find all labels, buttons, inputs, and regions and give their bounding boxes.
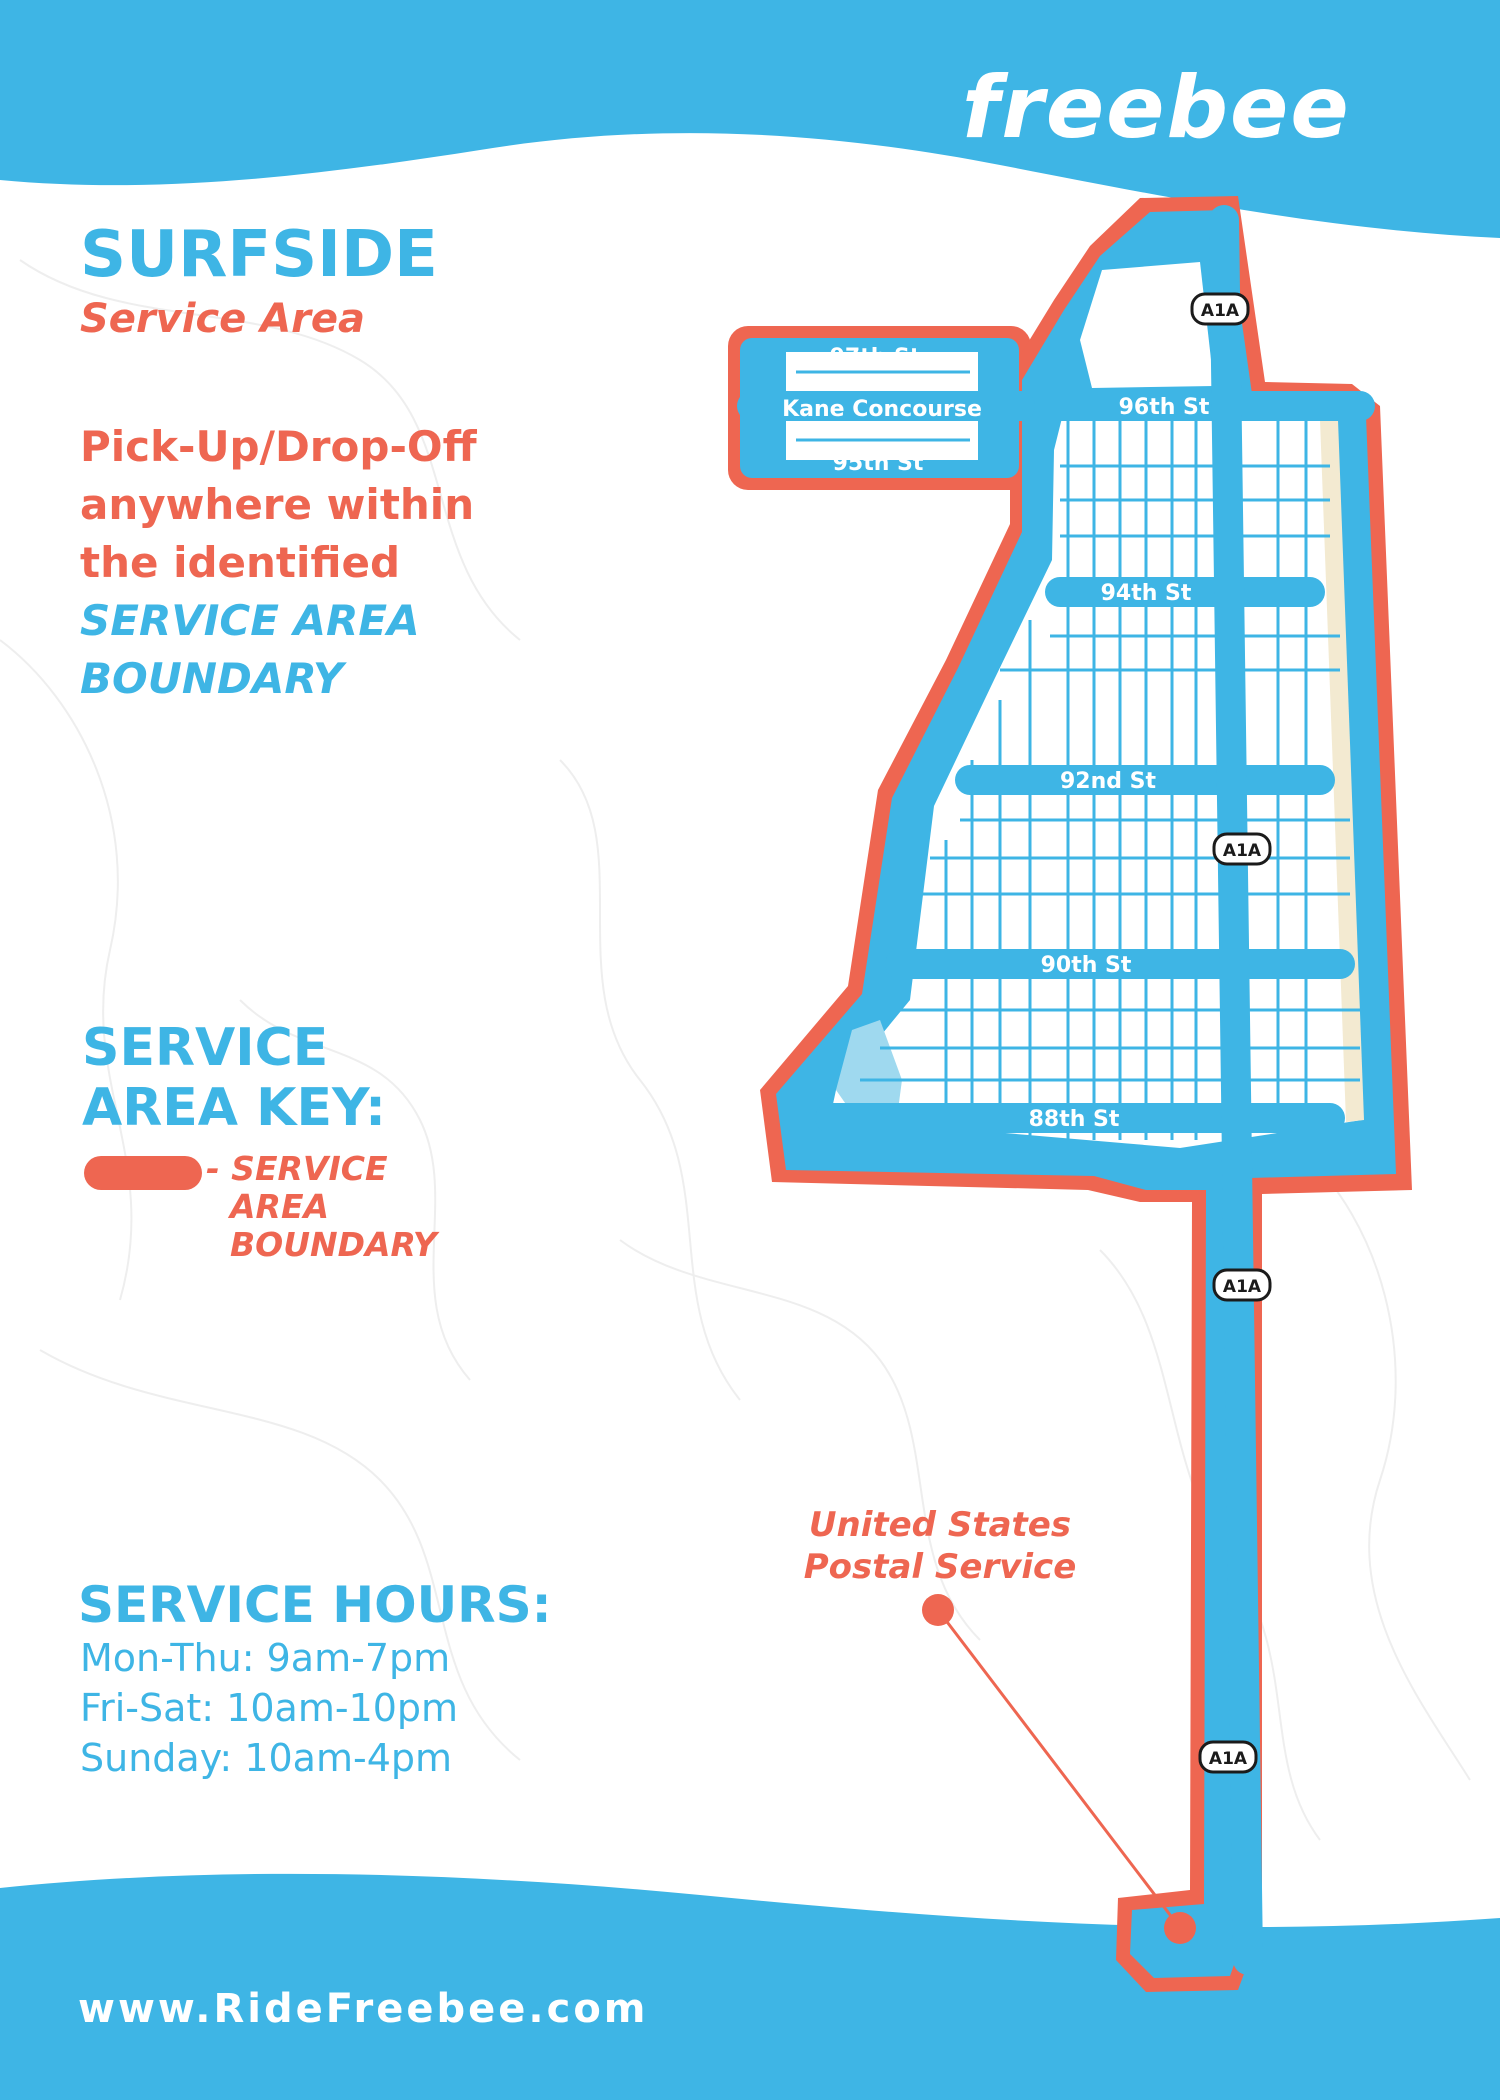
- hours-row-fri-sat: Fri-Sat: 10am-10pm: [80, 1686, 458, 1730]
- street-label-94th: 94th St: [1101, 581, 1192, 606]
- key-label-line-1: - SERVICE: [206, 1149, 388, 1188]
- service-area-key-title: SERVICE AREA KEY:: [82, 1018, 386, 1138]
- beach-strip: [1320, 420, 1364, 1122]
- hours-days: Fri-Sat:: [80, 1686, 215, 1730]
- key-label-line-3: BOUNDARY: [230, 1225, 437, 1264]
- street-label-kane-concourse: Kane Concourse: [782, 397, 982, 422]
- service-hours-title: SERVICE HOURS:: [78, 1576, 552, 1634]
- pickup-emphasis-1: SERVICE AREA: [80, 596, 420, 645]
- usps-label: United States Postal Service: [790, 1504, 1090, 1588]
- hours-time: 10am-10pm: [226, 1686, 459, 1730]
- pickup-line-3: the identified: [80, 538, 401, 587]
- pickup-emphasis-2: BOUNDARY: [80, 654, 344, 703]
- page-title: SURFSIDE: [80, 218, 438, 292]
- key-title-line-2: AREA KEY:: [82, 1078, 386, 1138]
- svg-text:A1A: A1A: [1201, 301, 1240, 321]
- hours-time: 9am-7pm: [266, 1636, 451, 1680]
- pickup-instructions: Pick-Up/Drop-Off anywhere within the ide…: [80, 418, 477, 708]
- svg-text:A1A: A1A: [1223, 1277, 1262, 1297]
- usps-origin-dot: [922, 1594, 954, 1626]
- key-label-line-2: AREA: [230, 1187, 330, 1226]
- svg-text:A1A: A1A: [1223, 841, 1262, 861]
- usps-label-line-1: United States: [808, 1505, 1072, 1545]
- boundary-key-label: - SERVICE AREA BOUNDARY: [206, 1150, 437, 1264]
- a1a-shield-2: A1A: [1212, 832, 1272, 866]
- a1a-shield-1: A1A: [1190, 292, 1250, 326]
- page-subtitle: Service Area: [80, 296, 366, 342]
- street-label-90th: 90th St: [1041, 953, 1132, 978]
- hours-days: Mon-Thu:: [80, 1636, 255, 1680]
- street-label-97th: 97th St: [830, 345, 921, 370]
- hours-days: Sunday:: [80, 1736, 233, 1780]
- street-label-88th: 88th St: [1029, 1107, 1120, 1132]
- hours-row-sunday: Sunday: 10am-4pm: [80, 1736, 452, 1780]
- a1a-shield-3: A1A: [1212, 1268, 1272, 1302]
- pickup-line-1: Pick-Up/Drop-Off: [80, 422, 477, 471]
- pickup-line-2: anywhere within: [80, 480, 475, 529]
- header-wave: [0, 0, 1500, 238]
- usps-location-marker: [1164, 1912, 1196, 1944]
- website-link[interactable]: www.RideFreebee.com: [78, 1986, 649, 2032]
- a1a-shield-4: A1A: [1198, 1740, 1258, 1774]
- usps-label-line-2: Postal Service: [803, 1547, 1077, 1587]
- freebee-logo: freebee: [962, 58, 1351, 158]
- lagoon: [836, 1020, 902, 1110]
- usps-leader-line: [936, 1609, 1182, 1929]
- boundary-swatch: [84, 1156, 202, 1190]
- street-label-95th: 95th St: [833, 451, 924, 476]
- key-title-line-1: SERVICE: [82, 1018, 329, 1078]
- hours-row-mon-thu: Mon-Thu: 9am-7pm: [80, 1636, 450, 1680]
- hours-time: 10am-4pm: [244, 1736, 453, 1780]
- street-label-92nd: 92nd St: [1060, 769, 1157, 794]
- svg-text:A1A: A1A: [1209, 1749, 1248, 1769]
- street-label-96th: 96th St: [1119, 395, 1210, 420]
- major-streets: [737, 205, 1375, 1975]
